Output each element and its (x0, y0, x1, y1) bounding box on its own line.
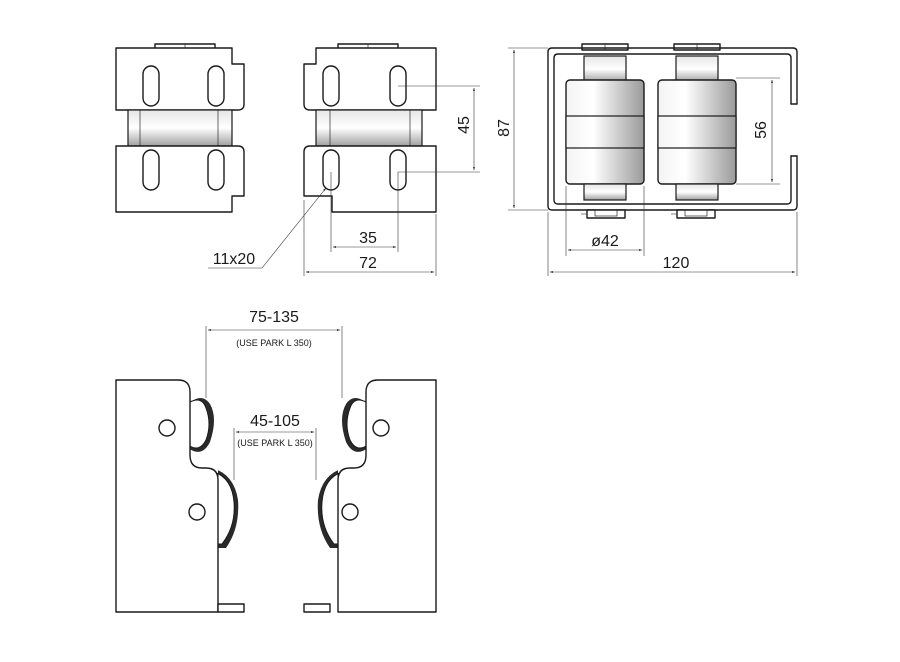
dimension-120: 120 (547, 212, 798, 276)
installation-right-bracket (303, 379, 437, 613)
dim-56-label: 56 (753, 121, 770, 139)
dimension-87: 87 (496, 47, 548, 211)
bracket-front-view-left (115, 43, 245, 213)
bracket-front-view-right (303, 43, 437, 213)
dimension-56: 56 (736, 77, 780, 185)
dimension-45-105: 45-105 (USE PARK L 350) (233, 413, 317, 480)
dim-35-label: 35 (359, 230, 377, 247)
dim-72-label: 72 (359, 255, 377, 272)
dimension-75-135: 75-135 (USE PARK L 350) (205, 309, 343, 398)
dimension-diameter-42: ø42 (565, 186, 645, 256)
dim-42-label: ø42 (591, 233, 619, 250)
dimension-45: 45 (398, 85, 480, 173)
dimension-35: 35 (330, 172, 399, 252)
dimension-11x20: 11x20 (208, 187, 327, 269)
dim-87-label: 87 (496, 119, 513, 137)
dim-120-label: 120 (663, 255, 690, 272)
side-view (547, 43, 798, 219)
dim-45-105-label: 45-105 (250, 413, 300, 430)
dim-75-135-note: (USE PARK L 350) (236, 338, 312, 348)
dimension-72: 72 (303, 200, 437, 276)
dim-11x20-label: 11x20 (213, 251, 256, 268)
dim-45-105-note: (USE PARK L 350) (237, 438, 313, 448)
installation-left-bracket (115, 379, 245, 613)
dim-75-135-label: 75-135 (249, 309, 299, 326)
dim-45-label: 45 (456, 116, 473, 134)
